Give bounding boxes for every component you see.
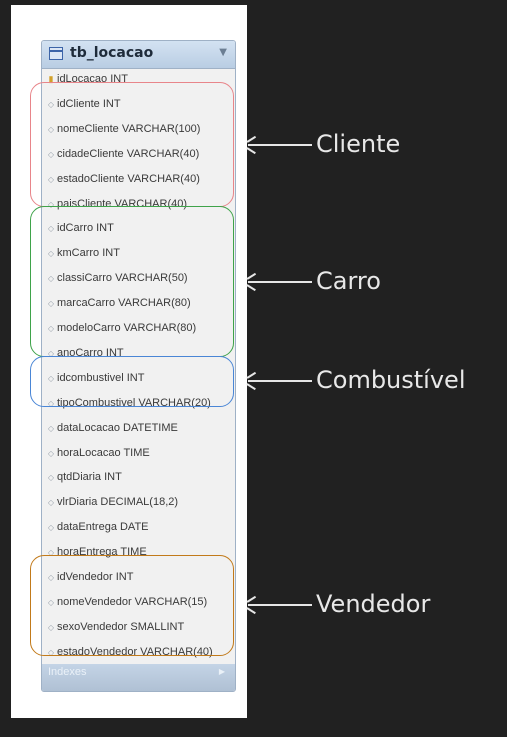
screenshot-panel: tb_locacao ▼ ▮idLocacao INT◇idCliente IN… [11, 5, 247, 718]
diamond-icon: ◇ [47, 597, 55, 607]
diamond-icon: ◇ [47, 647, 55, 657]
arrow-left-icon [248, 604, 312, 607]
diamond-icon: ◇ [47, 224, 55, 234]
column-label: kmCarro INT [57, 247, 120, 260]
column-row[interactable]: ◇idCarro INT [46, 218, 114, 238]
diamond-icon: ◇ [47, 199, 55, 209]
diamond-icon: ◇ [47, 573, 55, 582]
diamond-icon: ◇ [47, 523, 55, 533]
column-label: estadoCliente VARCHAR(40) [57, 172, 200, 185]
column-row[interactable]: ◇vlrDiaria DECIMAL(18,2) [46, 492, 178, 512]
column-row[interactable]: ◇estadoCliente VARCHAR(40) [46, 169, 200, 189]
diamond-icon: ◇ [47, 448, 55, 458]
column-label: marcaCarro VARCHAR(80) [57, 297, 191, 310]
diamond-icon: ◇ [47, 149, 55, 159]
table-icon [49, 47, 63, 60]
column-row[interactable]: ◇idVendedor INT [46, 567, 134, 587]
column-row[interactable]: ◇nomeCliente VARCHAR(100) [46, 119, 201, 139]
column-row[interactable]: ◇modeloCarro VARCHAR(80) [46, 318, 196, 338]
column-label: qtdDiaria INT [57, 471, 122, 484]
column-label: idcombustivel INT [57, 371, 145, 384]
table-widget: tb_locacao ▼ ▮idLocacao INT◇idCliente IN… [41, 40, 236, 692]
column-label: dataLocacao DATETIME [57, 421, 178, 434]
table-header[interactable]: tb_locacao ▼ [42, 41, 235, 69]
diamond-icon: ◇ [47, 373, 55, 383]
column-label: horaLocacao TIME [57, 446, 150, 459]
column-label: idVendedor INT [57, 571, 134, 583]
column-row[interactable]: ◇idCliente INT [46, 94, 121, 114]
diamond-icon: ◇ [47, 324, 55, 333]
column-label: cidadeCliente VARCHAR(40) [57, 147, 200, 160]
diamond-icon: ◇ [47, 548, 55, 558]
diamond-icon: ◇ [47, 498, 55, 508]
column-row[interactable]: ◇dataEntrega DATE [46, 517, 149, 537]
column-label: nomeVendedor VARCHAR(15) [57, 595, 208, 608]
diamond-icon: ◇ [47, 622, 55, 632]
diamond-icon: ◇ [47, 299, 55, 309]
indexes-section[interactable]: Indexes ▶ [42, 664, 235, 691]
diamond-icon: ◇ [47, 348, 55, 358]
column-row[interactable]: ◇qtdDiaria INT [46, 467, 122, 487]
group-label: Combustível [316, 366, 466, 395]
group-label: Vendedor [316, 590, 431, 619]
column-row[interactable]: ◇idcombustivel INT [46, 368, 145, 388]
column-row[interactable]: ◇horaLocacao TIME [46, 443, 150, 463]
group-box [30, 355, 234, 407]
diamond-icon: ◇ [47, 124, 55, 134]
column-row[interactable]: ◇cidadeCliente VARCHAR(40) [46, 144, 199, 164]
diamond-icon: ◇ [47, 174, 55, 184]
column-label: sexoVendedor SMALLINT [57, 620, 185, 633]
column-label: dataEntrega DATE [57, 521, 149, 534]
group-box [30, 555, 234, 656]
column-row[interactable]: ◇dataLocacao DATETIME [46, 418, 178, 438]
group-label: Cliente [316, 129, 401, 158]
arrow-left-icon [248, 380, 312, 383]
arrow-left-icon [248, 143, 312, 146]
group-label: Carro [316, 266, 381, 295]
group-box [30, 206, 234, 357]
column-label: classiCarro VARCHAR(50) [57, 272, 188, 285]
chevron-right-icon[interactable]: ▶ [218, 667, 225, 676]
column-label: idCarro INT [57, 222, 114, 235]
diamond-icon: ◇ [47, 423, 55, 433]
diamond-icon: ◇ [47, 398, 55, 408]
column-row[interactable]: ◇nomeVendedor VARCHAR(15) [46, 592, 207, 612]
column-row[interactable]: ◇classiCarro VARCHAR(50) [46, 268, 188, 288]
diamond-icon: ◇ [47, 99, 55, 109]
column-label: modeloCarro VARCHAR(80) [57, 322, 197, 334]
indexes-label: Indexes [48, 666, 87, 678]
diamond-icon: ◇ [47, 249, 55, 259]
arrow-left-icon [248, 280, 312, 283]
diamond-icon: ◇ [47, 473, 55, 483]
column-row[interactable]: ◇kmCarro INT [46, 243, 120, 263]
diamond-icon: ◇ [47, 274, 55, 284]
group-box [30, 81, 234, 208]
chevron-down-icon[interactable]: ▼ [219, 47, 227, 58]
column-label: vlrDiaria DECIMAL(18,2) [57, 496, 179, 509]
table-title: tb_locacao [70, 45, 154, 61]
column-row[interactable]: ◇sexoVendedor SMALLINT [46, 617, 184, 637]
column-row[interactable]: ◇marcaCarro VARCHAR(80) [46, 293, 191, 313]
column-label: idCliente INT [57, 97, 121, 110]
key-icon: ▮ [48, 74, 54, 84]
column-label: nomeCliente VARCHAR(100) [57, 122, 201, 135]
